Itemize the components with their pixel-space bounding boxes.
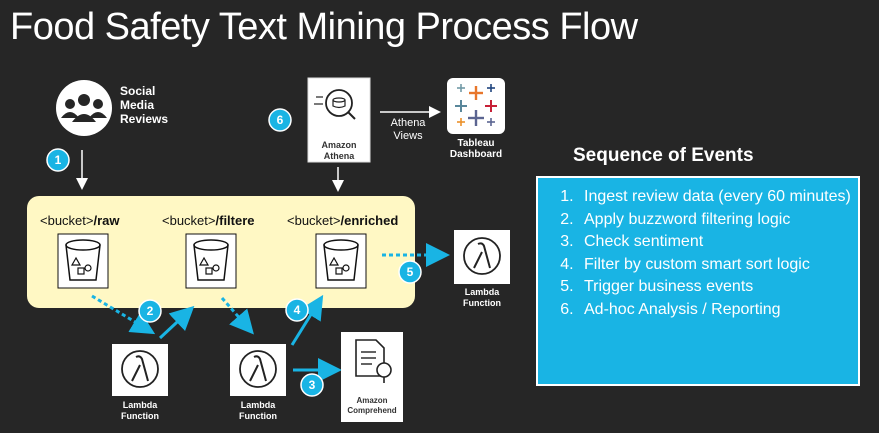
bucket-enriched-label: <bucket>/enriched [287,213,398,228]
sequence-title: Sequence of Events [573,145,754,166]
step-number: 3 [309,378,316,392]
step-number: 6 [277,113,284,127]
step-badge [46,148,70,172]
bucket-filtered-label: <bucket>/filtere [162,213,255,228]
social-media-label: Social Media Reviews [120,84,170,126]
athena-icon [307,77,371,163]
step-number: 4 [294,303,301,317]
arrow-lambda1-to-filtered [158,305,195,340]
bucket-enriched-suffix: /enriched [340,213,399,228]
users-icon [56,80,112,136]
step-badge [300,373,324,397]
bucket-raw-suffix: /raw [93,213,120,228]
step-number: 1 [55,153,62,167]
step-number: 5 [407,265,414,279]
athena-views-label: Athena Views [390,117,426,142]
bucket-enriched-icon [315,233,367,289]
sequence-item: Check sentiment [578,231,858,254]
tableau-label: Tableau Dashboard [449,138,503,160]
step-number: 2 [147,304,154,318]
bucket-raw-icon [57,233,109,289]
step-badge [285,298,309,322]
sequence-box: Ingest review data (every 60 minutes) Ap… [536,176,860,386]
bucket-filtered-prefix: <bucket> [162,213,216,228]
lambda-right-icon [454,230,510,284]
page-title: Food Safety Text Mining Process Flow [10,6,638,48]
step-badge [138,299,162,323]
arrow-filtered-to-lambda2 [220,297,254,335]
bucket-enriched-prefix: <bucket> [287,213,341,228]
bucket-filtered-suffix: /filtere [215,213,255,228]
lambda-2-label: Lambda Function [239,400,277,421]
arrow-lambda2-to-enriched [290,294,324,346]
sequence-item: Trigger business events [578,276,858,299]
sequence-list: Ingest review data (every 60 minutes) Ap… [538,178,858,321]
lambda-2-icon [230,344,286,396]
lambda-right-label: Lambda Function [463,287,501,308]
tableau-icon [447,78,505,134]
bucket-filtered-icon [185,233,237,289]
lambda-1-label: Lambda Function [121,400,159,421]
sequence-item: Ingest review data (every 60 minutes) [578,186,858,209]
sequence-item: Filter by custom smart sort logic [578,254,858,277]
sequence-item: Ad-hoc Analysis / Reporting [578,299,858,322]
sequence-item: Apply buzzword filtering logic [578,209,858,232]
arrow-raw-to-lambda1 [91,294,156,335]
bucket-raw-prefix: <bucket> [40,213,94,228]
step-badge [398,260,422,284]
comprehend-label: Amazon Comprehend [347,396,397,415]
social-media-label-text: Social Media Reviews [120,84,169,126]
step-badge [268,108,292,132]
bucket-raw-label: <bucket>/raw [40,213,120,228]
athena-label: Amazon Athena [321,140,357,161]
lambda-1-icon [112,344,168,396]
comprehend-icon [341,332,403,422]
